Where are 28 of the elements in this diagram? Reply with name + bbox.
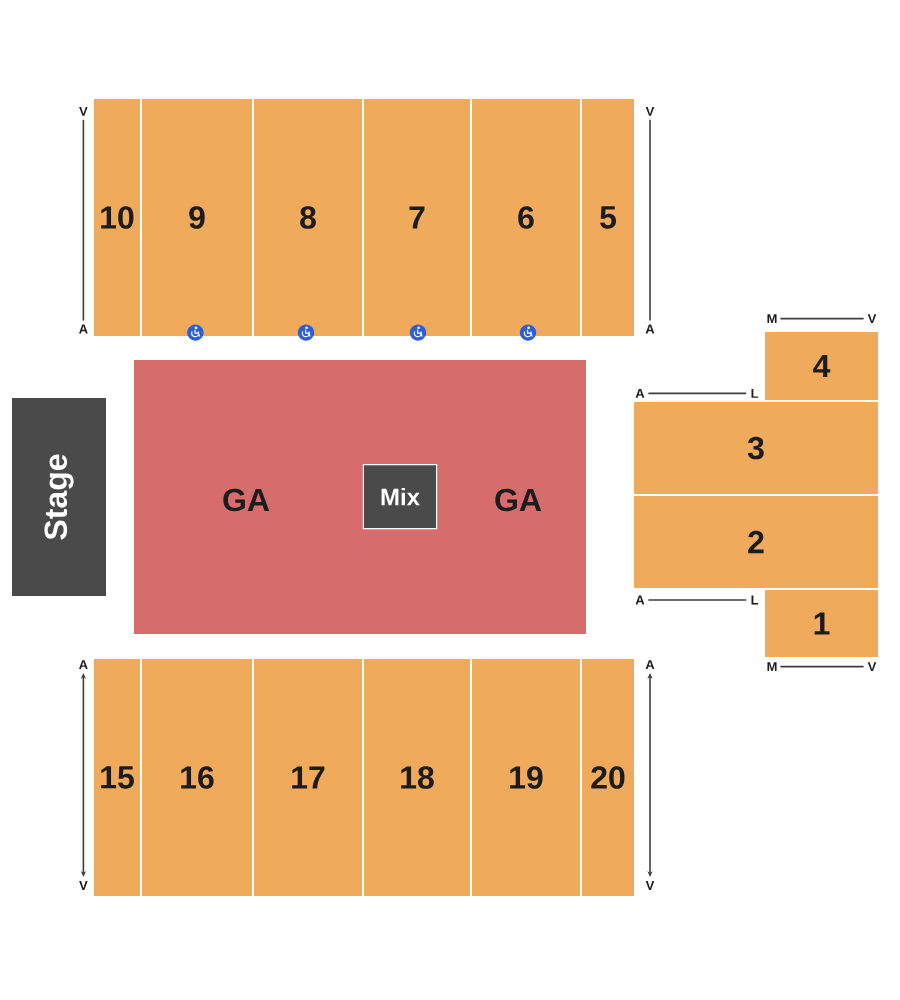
node-label: 6 [518,206,534,229]
node-label: 18 [401,766,434,789]
section-block: 5 [582,99,634,336]
node-label: 1 [814,612,830,635]
section-block: 1 [765,590,878,657]
section-block: 10 [94,99,140,336]
node-label: 2 [748,530,764,554]
section-block: 15 [94,659,140,896]
section-block: 4 [765,332,878,400]
section-block: 20 [582,659,634,896]
node-label: 5 [600,206,617,229]
node-label: 9 [189,206,205,229]
node-label: 20 [591,766,625,789]
stage-block: Stage [12,398,106,596]
section-block: 17 [254,659,362,896]
node-label: 16 [181,766,214,789]
node-label: 3 [747,436,764,460]
node-label: 10 [101,206,134,229]
node-label: 8 [300,206,316,229]
node-label: 15 [101,766,134,789]
node-label: 17 [292,766,325,789]
mix-booth: Mix [362,464,438,530]
node-label: 4 [813,354,831,378]
section-block: 8 [254,99,362,336]
node-label: 7 [409,206,425,229]
node-label: 19 [510,766,543,789]
section-block: 18 [364,659,470,896]
section-block: 7 [364,99,470,336]
